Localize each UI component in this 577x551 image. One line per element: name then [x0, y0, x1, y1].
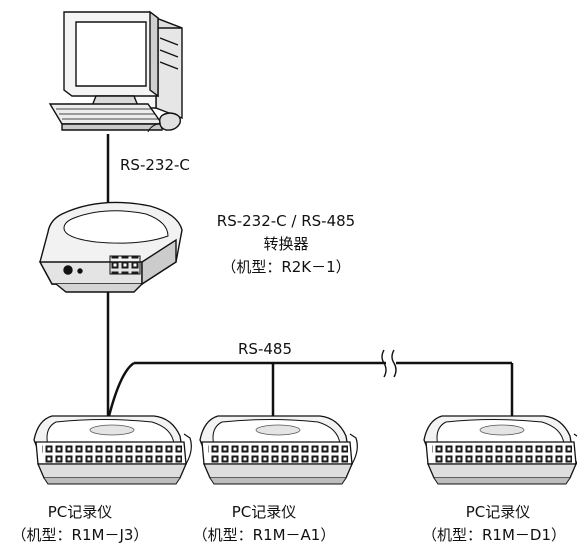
recorder-3-icon [423, 415, 577, 485]
recorder-1-model: （机型：R1M－J3） [11, 526, 149, 544]
recorder-3-name: PC记录仪 [465, 503, 531, 521]
wiring [106, 134, 514, 421]
recorder-2-name: PC记录仪 [231, 503, 297, 521]
converter-label-line2: 转换器 [263, 235, 309, 253]
converter-label-line1: RS-232-C / RS-485 [216, 212, 356, 230]
converter-icon [38, 201, 183, 293]
line-break-symbol [381, 349, 397, 378]
recorder-3-model: （机型：R1M－D1） [421, 526, 567, 544]
recorder-2-model: （机型：R1M－A1） [192, 526, 336, 544]
recorder-1-icon [33, 415, 192, 485]
recorder-2-icon [199, 415, 358, 485]
rs485-bus-label: RS-485 [238, 340, 292, 358]
converter-model-label: （机型：R2K－1） [221, 258, 351, 276]
bus-left-end [106, 361, 135, 421]
pc-icon [48, 10, 183, 133]
rs232c-link-label: RS-232-C [120, 156, 190, 174]
recorder-1-name: PC记录仪 [47, 503, 113, 521]
